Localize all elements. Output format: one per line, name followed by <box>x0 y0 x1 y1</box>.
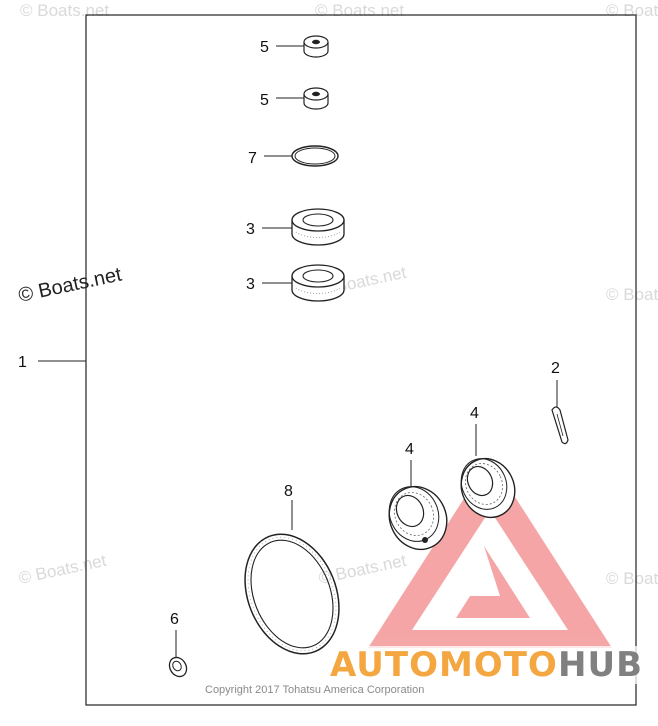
callout-4b: 4 <box>405 441 414 458</box>
part-2-clip <box>551 380 569 445</box>
kit-frame <box>85 14 637 706</box>
callout-4a: 4 <box>470 405 479 422</box>
part-5-washer-a <box>276 35 329 58</box>
part-3-seal-a <box>262 208 345 246</box>
part-4-seal-front <box>388 460 448 551</box>
logo-text-automoto: AUTOMOTO <box>330 645 558 685</box>
callout-3b: 3 <box>246 276 255 293</box>
callout-5b: 5 <box>260 92 269 109</box>
callout-1: 1 <box>18 354 27 371</box>
callout-3a: 3 <box>246 221 255 238</box>
watermark-main: © Boats.net <box>16 263 124 306</box>
automotohub-wordmark: AUTOMOTO HUB <box>326 645 652 685</box>
logo-text-hub: HUB <box>558 645 643 685</box>
part-4-seal-rear <box>460 424 516 519</box>
watermark-tl: © Boats.net <box>20 1 109 20</box>
automotohub-logo-mark <box>368 458 612 648</box>
callout-5a: 5 <box>260 39 269 56</box>
part-8-large-o-ring <box>244 500 340 655</box>
watermark-bc: © Boats.net <box>317 551 408 588</box>
copyright-text: Copyright 2017 Tohatsu America Corporati… <box>205 684 424 696</box>
part-6-small-ring <box>168 630 188 678</box>
watermark-br: © Boats.net <box>606 569 658 588</box>
callout-8: 8 <box>284 483 293 500</box>
watermark-bl: © Boats.net <box>17 551 108 588</box>
callout-2: 2 <box>551 360 560 377</box>
callout-7: 7 <box>248 150 257 167</box>
watermark-tc: © Boats.net <box>315 1 404 20</box>
watermark-tr: © Boats.net <box>606 1 658 20</box>
part-5-washer-b <box>276 87 329 110</box>
part-3-seal-b <box>262 264 345 302</box>
watermark-mr: © Boats.net <box>606 285 658 304</box>
part-7-o-ring <box>264 145 339 167</box>
callout-6: 6 <box>170 611 179 628</box>
